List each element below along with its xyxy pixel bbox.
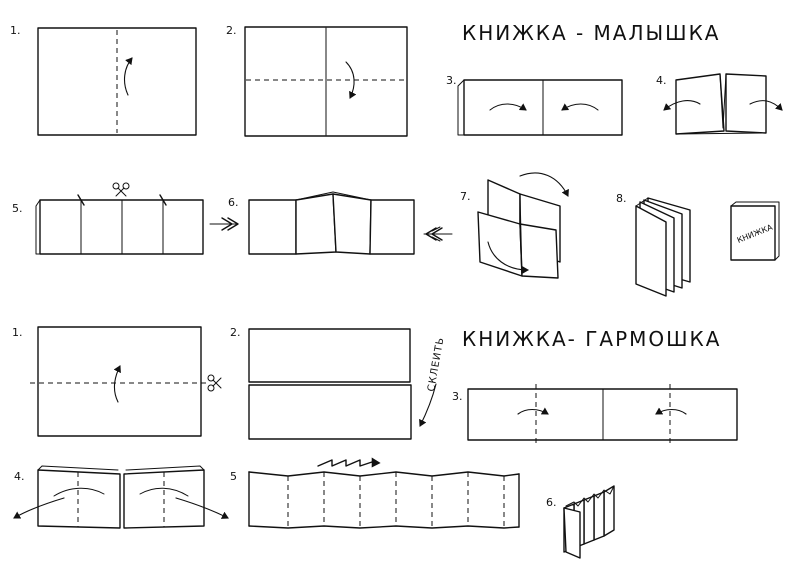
bottom-step-6: 6. <box>546 485 615 559</box>
step-number: 2. <box>226 24 237 37</box>
panel-back-edge <box>125 465 205 471</box>
strip-edge <box>457 79 465 136</box>
top-step-3: 3. <box>446 74 623 136</box>
top-step-2: 2. <box>226 24 408 137</box>
top-step-6: 6. <box>209 191 453 255</box>
book-spine <box>635 197 649 207</box>
accordion-page <box>593 491 605 541</box>
book-page <box>635 205 667 297</box>
fold-panel-left <box>37 469 121 529</box>
accordion-page <box>583 495 595 545</box>
bottom-step-2: 2. СКЛЕИТЬ <box>230 326 447 440</box>
push-arrow-icon <box>423 226 453 242</box>
strip-panel-raised <box>295 193 337 255</box>
pull-arrow-icon <box>13 497 65 519</box>
panel-back-edge <box>37 465 119 471</box>
bottom-step-4: 4. <box>13 465 229 529</box>
cover-edge <box>730 201 780 261</box>
section-title-malyshka: КНИЖКА - МАЛЫШКА <box>462 21 720 45</box>
cut-mark <box>77 194 85 206</box>
accordion-top-zigzag <box>565 485 615 507</box>
push-arrow-icon <box>209 217 239 231</box>
step-number: 1. <box>10 24 21 37</box>
step-number: 3. <box>452 390 463 403</box>
scissors-icon <box>112 182 130 197</box>
strip-panel <box>248 199 297 255</box>
cut-mark <box>159 194 167 206</box>
bottom-step-5: 5 <box>230 457 520 529</box>
step-number: 6. <box>228 196 239 209</box>
book-spine <box>719 73 727 129</box>
fold-curve <box>139 487 189 497</box>
bottom-step-3: 3. <box>452 384 738 444</box>
step-number: 3. <box>446 74 457 87</box>
open-book-right <box>725 73 767 134</box>
push-arrow-icon <box>489 103 527 111</box>
top-step-4: 4. <box>656 73 783 135</box>
accordion-top-edge <box>248 471 520 477</box>
finished-book-cover <box>730 205 776 261</box>
paper-strip-bottom <box>248 384 412 440</box>
step-number: 4. <box>14 470 25 483</box>
step-number: 5 <box>230 470 237 483</box>
paper-sheet <box>37 326 202 437</box>
step-number: 1. <box>12 326 23 339</box>
pull-arrow-icon <box>175 497 229 519</box>
step-number: 5. <box>12 202 23 215</box>
glue-arrow-icon <box>419 383 437 427</box>
book-spine <box>519 193 523 277</box>
fold-arrow-icon <box>345 61 357 99</box>
strip-panel <box>369 199 415 255</box>
scissors-icon <box>207 374 222 392</box>
strip-panel-raised <box>332 193 372 255</box>
step-number: 7. <box>460 190 471 203</box>
book-bottom <box>675 132 767 135</box>
paper-strip-top <box>248 328 411 383</box>
fold-curve <box>53 487 105 497</box>
strip-top-edge <box>295 191 372 201</box>
step-number: 6. <box>546 496 557 509</box>
top-step-5: 5. <box>12 182 204 255</box>
push-arrow-icon <box>561 103 599 111</box>
top-step-7: 7. <box>460 172 569 279</box>
fold-arrow-icon <box>123 57 133 96</box>
turn-arrow-icon <box>487 241 529 274</box>
pull-arrow-icon <box>663 100 701 111</box>
paper-sheet <box>37 27 197 136</box>
step-number: 4. <box>656 74 667 87</box>
pull-arrow-icon <box>749 100 783 111</box>
push-arrow-icon <box>655 407 687 415</box>
push-arrow-icon <box>517 407 549 415</box>
top-step-8: 8. КНИЖКА <box>616 192 780 297</box>
strip-edge <box>35 199 41 255</box>
top-step-1: 1. <box>10 24 197 136</box>
accordion-bottom-edge <box>248 525 520 529</box>
section-title-garmoshka: КНИЖКА- ГАРМОШКА <box>462 327 721 351</box>
step-number: 2. <box>230 326 241 339</box>
step-number: 8. <box>616 192 627 205</box>
fold-arrow-icon <box>113 365 121 403</box>
turn-arrow-icon <box>519 172 569 197</box>
zigzag-icon <box>317 459 373 467</box>
zigzag-arrowhead <box>371 457 381 468</box>
accordion-page-front <box>563 507 581 559</box>
bottom-step-1: 1. <box>12 326 222 437</box>
